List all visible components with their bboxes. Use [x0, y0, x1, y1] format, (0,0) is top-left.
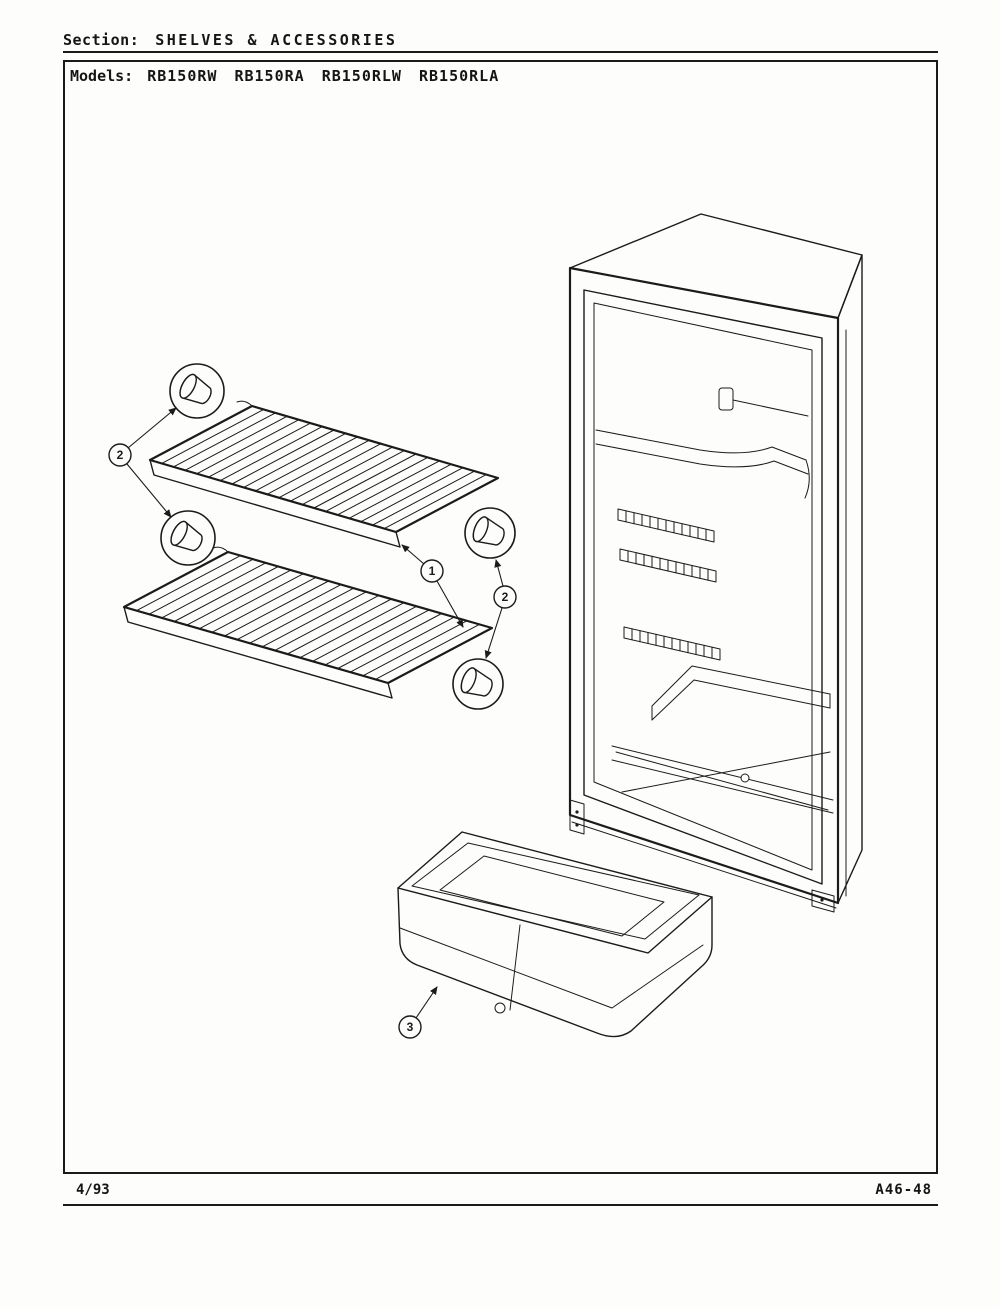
- footer-page-code: A46-48: [875, 1182, 932, 1198]
- endcap-detail-upper-left: [169, 363, 225, 419]
- interior-step: [651, 665, 831, 721]
- svg-text:2: 2: [502, 590, 509, 604]
- section-title: SHELVES & ACCESSORIES: [155, 31, 398, 49]
- footer-rule: [63, 1204, 938, 1206]
- diagram-frame: [63, 60, 938, 1174]
- footer-issue-date: 4/93: [76, 1182, 110, 1198]
- header-rule: [63, 51, 938, 53]
- endcap-detail-lower-right: [452, 658, 504, 710]
- crisper-drawer: [397, 831, 713, 1038]
- svg-text:1: 1: [429, 564, 436, 578]
- cabinet-feet: [569, 799, 835, 913]
- lower-wire-shelf: [122, 546, 494, 699]
- callout-3: 3: [398, 986, 438, 1039]
- upper-wire-shelf: [148, 400, 500, 548]
- interior-bottom-shelf: [611, 745, 834, 814]
- callout-2-left: 2: [108, 407, 177, 518]
- interior-lamp: [718, 387, 809, 417]
- callout-2-right: 2: [484, 559, 517, 659]
- caster-wheel: [494, 1002, 506, 1014]
- endcap-detail-upper-right: [464, 507, 516, 559]
- models-label: Models:: [70, 67, 134, 85]
- section-label: Section:: [63, 31, 140, 49]
- models-list: RB150RW RB150RA RB150RLW RB150RLA: [147, 67, 500, 85]
- interior-shelf-channel: [595, 429, 810, 499]
- models-line: Models: RB150RW RB150RA RB150RLW RB150RLA: [70, 67, 499, 85]
- section-header: Section: SHELVES & ACCESSORIES: [63, 31, 397, 49]
- shelf-rail-slots: [617, 508, 721, 661]
- endcap-detail-lower-left: [160, 510, 216, 566]
- callout-1: 1: [401, 544, 464, 628]
- refrigerator-cabinet: [568, 213, 863, 913]
- svg-text:2: 2: [117, 448, 124, 462]
- svg-text:3: 3: [407, 1020, 414, 1034]
